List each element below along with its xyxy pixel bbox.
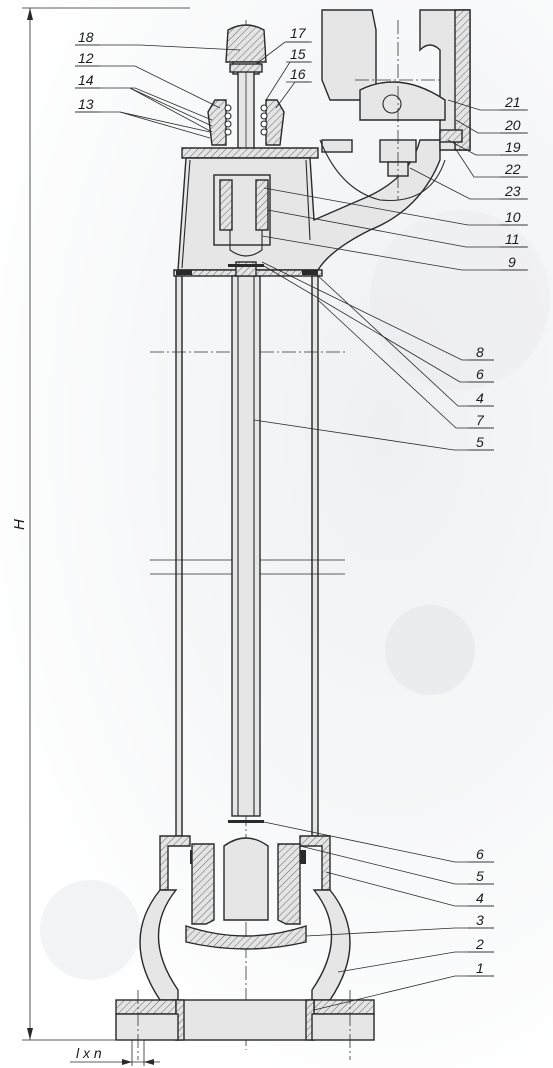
callout-12: 12 <box>78 50 94 66</box>
callout-15: 15 <box>290 46 306 62</box>
gland-assembly <box>207 99 285 146</box>
callout-labels: 18 17 12 15 16 14 13 21 20 19 22 23 10 1… <box>11 25 528 1061</box>
callout-5-upper: 5 <box>476 434 484 450</box>
valve-body <box>139 835 351 1001</box>
callout-18: 18 <box>78 29 94 45</box>
callout-3: 3 <box>476 912 484 928</box>
callout-1: 1 <box>476 960 484 976</box>
height-dimension <box>22 7 190 1041</box>
callout-8: 8 <box>476 344 484 360</box>
callout-22: 22 <box>504 161 521 177</box>
callout-16: 16 <box>290 66 306 82</box>
callout-13: 13 <box>78 96 94 112</box>
callout-4-lower: 4 <box>476 890 484 906</box>
callout-21: 21 <box>504 94 521 110</box>
callout-23: 23 <box>504 183 521 199</box>
callout-11: 11 <box>505 231 520 247</box>
callout-4-upper: 4 <box>476 390 484 406</box>
callout-19: 19 <box>505 139 521 155</box>
outlet-coupling <box>319 9 471 202</box>
callout-7: 7 <box>476 412 485 428</box>
inner-rod <box>228 261 264 823</box>
callout-2: 2 <box>475 936 484 952</box>
background-shading <box>40 210 550 980</box>
height-label: H <box>11 519 28 530</box>
callout-20: 20 <box>504 117 521 133</box>
bolt-dimension <box>70 1040 160 1066</box>
callout-17: 17 <box>290 25 307 41</box>
callout-14: 14 <box>78 72 94 88</box>
callout-9: 9 <box>508 254 516 270</box>
callout-6-lower: 6 <box>476 846 484 862</box>
hydrant-head <box>177 139 441 271</box>
bolt-spec-label: l x n <box>76 1045 102 1061</box>
callout-6-upper: 6 <box>476 366 484 382</box>
callout-10: 10 <box>505 209 521 225</box>
base-flange <box>115 990 375 1060</box>
callout-5-lower: 5 <box>476 868 484 884</box>
